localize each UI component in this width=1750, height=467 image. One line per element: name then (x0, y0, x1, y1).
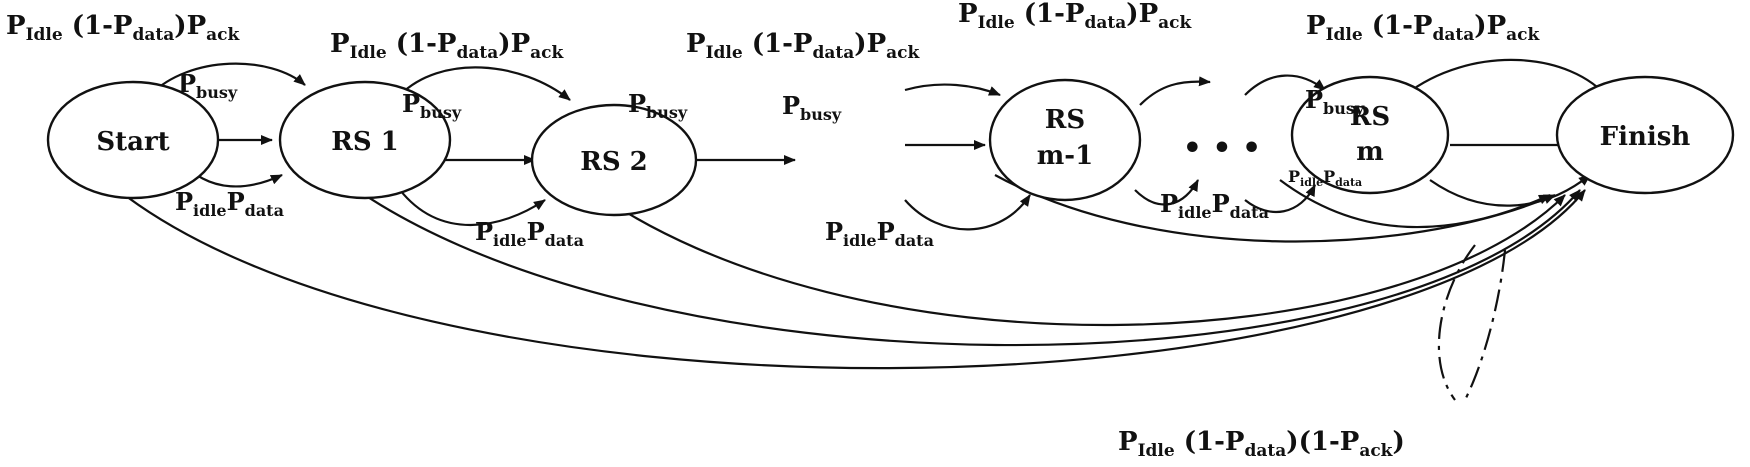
svg-text:Pbusy: Pbusy (782, 91, 842, 124)
svg-text:PidlePdata: PidlePdata (175, 187, 284, 220)
svg-text:Pbusy: Pbusy (628, 89, 688, 122)
node-rsm1: RS m-1 (988, 78, 1142, 202)
label-idle-data-5: PidlePdata (1288, 167, 1362, 189)
svg-text:Pbusy: Pbusy (402, 89, 462, 122)
node-rsm1-label-bottom: m-1 (1037, 141, 1093, 171)
svg-text:Pbusy: Pbusy (178, 69, 238, 102)
edge-in-rsm1-bottom (904, 194, 1031, 231)
label-busy-2: Pbusy (402, 89, 462, 122)
failure-bracket-right (1464, 249, 1507, 401)
svg-text:PIdle (1-Pdata)Pack: PIdle (1-Pdata)Pack (958, 0, 1193, 33)
label-busy-3: Pbusy (628, 89, 688, 122)
label-success-1: PIdle (1-Pdata)Pack (6, 11, 241, 45)
node-rsm: RS m (1290, 75, 1450, 195)
node-rs2-label: RS 2 (580, 147, 648, 177)
edge-dots-rsm-bottom (1244, 184, 1316, 214)
edge-rsm-finish-top (1404, 58, 1611, 101)
edge-rsm-finish-bottom (1429, 174, 1591, 207)
edge-start-rs1-top (149, 62, 306, 96)
edge-in-rsm1-top (904, 83, 1001, 97)
label-success-4: PIdle (1-Pdata)Pack (958, 0, 1193, 33)
svg-text:PidlePdata: PidlePdata (1288, 167, 1362, 189)
label-idle-data-3: PidlePdata (825, 217, 934, 250)
edge-rs1-rs2-top (399, 66, 571, 101)
label-idle-data-2: PidlePdata (475, 217, 584, 250)
node-start: Start (46, 80, 220, 200)
long-arcs (99, 169, 1586, 370)
edges-rsm1-rsm (1134, 74, 1326, 214)
arc-rs1-to-finish (329, 169, 1581, 347)
label-success-2: PIdle (1-Pdata)Pack (330, 29, 565, 63)
node-rsm-label-top: RS (1350, 102, 1390, 132)
edge-rs1-rs2-bottom (399, 189, 546, 227)
svg-text:PIdle (1-Pdata)Pack: PIdle (1-Pdata)Pack (6, 11, 241, 45)
edges-rsm-finish (1404, 58, 1611, 207)
label-success-5: PIdle (1-Pdata)Pack (1306, 11, 1541, 45)
node-start-label: Start (96, 127, 169, 157)
svg-text:PIdle (1-Pdata)Pack: PIdle (1-Pdata)Pack (330, 29, 565, 63)
edge-rsm1-dots-top (1139, 76, 1211, 106)
label-idle-data-1: PidlePdata (175, 187, 284, 220)
edges-rs1-rs2 (399, 66, 571, 227)
svg-text:PidlePdata: PidlePdata (475, 217, 584, 250)
svg-text:PIdle (1-Pdata)Pack: PIdle (1-Pdata)Pack (1306, 11, 1541, 45)
edge-rsm1-dots-bottom (1134, 179, 1199, 206)
node-finish-label: Finish (1600, 122, 1691, 152)
node-finish: Finish (1555, 75, 1735, 195)
svg-text:PIdle (1-Pdata)Pack: PIdle (1-Pdata)Pack (686, 29, 921, 63)
label-idle-data-4: PidlePdata (1160, 189, 1269, 222)
failure-bracket (1437, 244, 1507, 401)
node-rs1-label: RS 1 (331, 127, 399, 157)
node-rsm-label-bottom: m (1356, 137, 1384, 167)
svg-text:Pbusy: Pbusy (1305, 85, 1365, 118)
label-success-3: PIdle (1-Pdata)Pack (686, 29, 921, 63)
label-busy-5: Pbusy (1305, 85, 1365, 118)
edges-into-rsm1 (904, 83, 1031, 231)
node-rsm1-label-top: RS (1045, 105, 1085, 135)
arc-start-to-finish (99, 174, 1586, 370)
arc-rs2-to-finish (584, 184, 1566, 327)
label-busy-1: Pbusy (178, 69, 238, 102)
node-rs1: RS 1 (278, 80, 452, 200)
svg-text:PidlePdata: PidlePdata (1160, 189, 1269, 222)
node-rs2: RS 2 (530, 103, 698, 217)
svg-text:PIdle (1-Pdata)(1-Pack): PIdle (1-Pdata)(1-Pack) (1118, 427, 1405, 461)
failure-bracket-left (1437, 244, 1476, 401)
edge-dots-rsm-top (1244, 74, 1326, 96)
svg-text:PidlePdata: PidlePdata (825, 217, 934, 250)
ellipsis-dots: • • • (1183, 131, 1261, 166)
label-failure: PIdle (1-Pdata)(1-Pack) (1118, 427, 1405, 461)
label-busy-4: Pbusy (782, 91, 842, 124)
arc-rsm-to-finish-lower (1279, 179, 1551, 229)
